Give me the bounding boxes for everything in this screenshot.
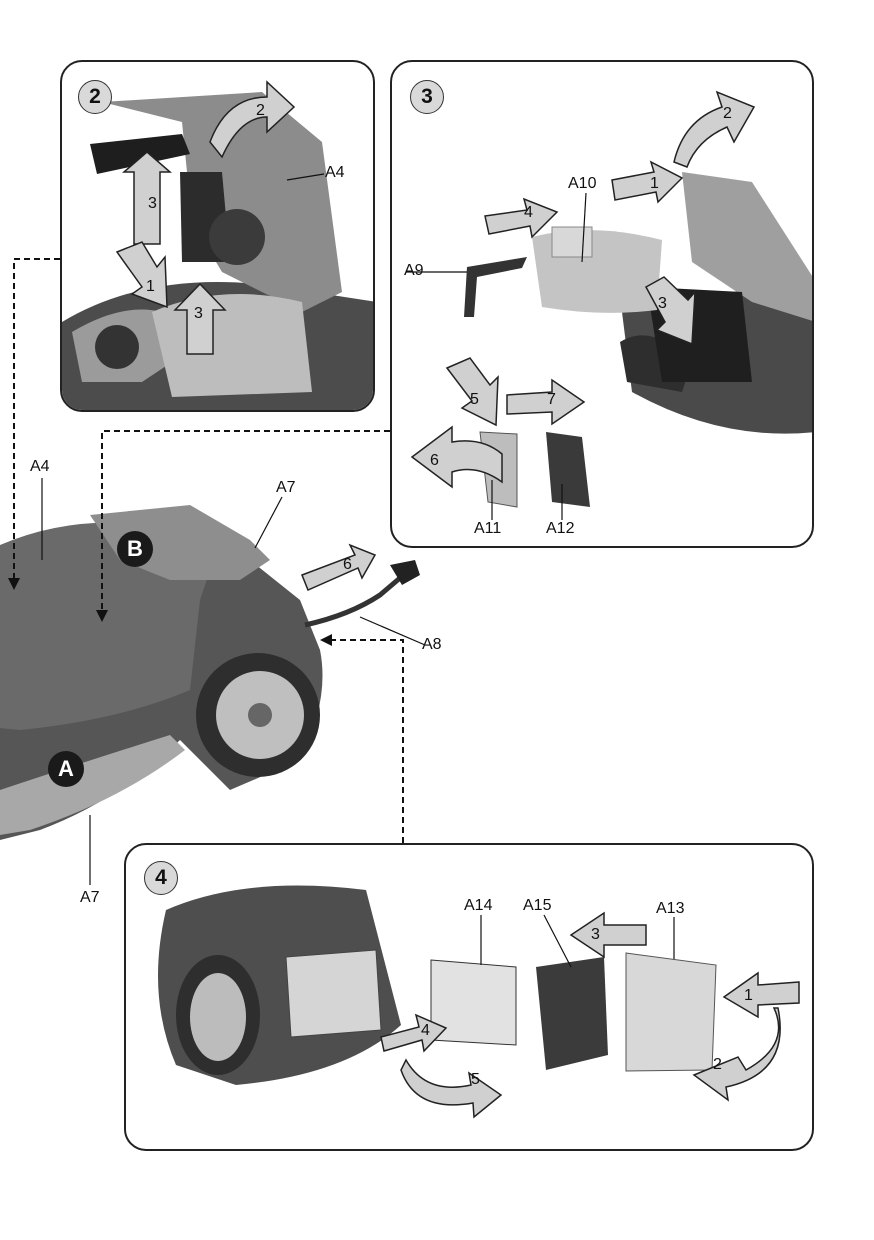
p4-arrow-1-number: 1 [744,987,753,1004]
p4-label-a13: A13 [656,900,685,917]
power-cable [304,576,402,628]
p3-arrow-4-shape [484,197,559,239]
p4-label-a14: A14 [464,897,493,914]
p2-arrow-3-right-number: 3 [194,305,203,322]
p4-arrow-4-shape [380,1013,448,1053]
p4-arrow-2-shape [692,1007,781,1102]
panel-2-number: 2 [78,80,112,114]
p3-arrow-6-shape [410,425,503,489]
label-a8: A8 [422,636,442,653]
p4-arrow-4-number: 4 [421,1022,430,1039]
p3-arrow-5-shape [445,357,499,427]
main-arrow-6-shape [301,543,377,591]
p4-label-a15: A15 [523,897,552,914]
p4-arrow-3-shape [569,911,647,959]
panel-3-illustration [406,90,812,520]
p3-arrow-2-shape [673,90,756,168]
p3-arrow-5-number: 5 [470,391,479,408]
main-arrow-6-number: 6 [343,556,352,573]
p3-arrow-3-number: 3 [658,295,667,312]
p4-arrow-2-number: 2 [713,1056,722,1073]
p3-arrow-1-shape [611,160,684,204]
p3-label-a9: A9 [404,262,424,279]
p3-arrow-6-number: 6 [430,452,439,469]
panel-4: 4 A14 A15 A13 3 1 2 4 5 [124,843,814,1151]
panel-3: 3 A9 A10 A11 A12 2 1 4 3 5 7 6 [390,60,814,548]
p2-arrow-3-left-number: 3 [148,195,157,212]
p3-arrow-4-number: 4 [524,204,533,221]
p4-arrow-5-number: 5 [471,1071,480,1088]
label-a7-bottom: A7 [80,889,100,906]
p3-label-a11: A11 [474,520,502,537]
p2-arrow-3-right-shape [173,282,227,355]
p2-arrow-2-number: 2 [256,102,265,119]
p4-arrow-3-number: 3 [591,926,600,943]
p2-label-a4: A4 [325,164,345,181]
p3-arrow-1-number: 1 [650,175,659,192]
p3-label-a12: A12 [546,520,575,537]
p3-arrow-7-shape [506,378,586,426]
p2-arrow-3-left-shape [121,151,173,245]
p2-arrow-1-shape [115,241,168,309]
p4-arrow-5-shape [400,1058,503,1119]
p3-label-a10: A10 [568,175,597,192]
panel-2-illustration [62,80,373,410]
panel-4-illustration [158,885,800,1119]
vacuum-bumper [0,735,185,835]
panel-4-number: 4 [144,861,178,895]
p3-arrow-7-number: 7 [547,391,556,408]
p2-arrow-1-number: 1 [146,278,155,295]
p4-arrow-1-shape [722,971,800,1019]
marker-b: B [117,531,153,567]
label-a7-top: A7 [276,479,296,496]
p3-arrow-3-shape [644,276,696,346]
label-a4-main: A4 [30,458,50,475]
panel-3-number: 3 [410,80,444,114]
marker-a: A [48,751,84,787]
power-plug [390,560,420,585]
panel-2: 2 A4 2 3 1 3 [60,60,375,412]
p2-arrow-2-shape [209,80,296,159]
p3-arrow-2-number: 2 [723,105,732,122]
